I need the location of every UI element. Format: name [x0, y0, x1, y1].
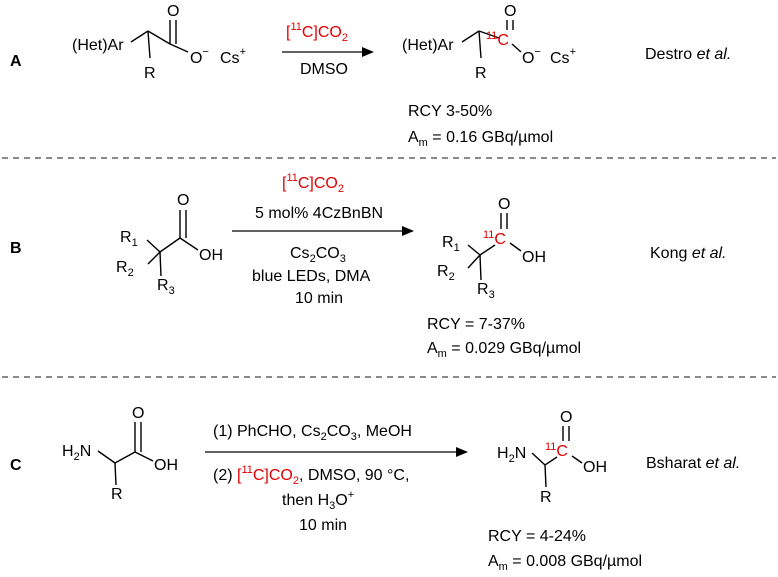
solvent-label: DMSO: [300, 61, 348, 78]
r1-substituent-label: R1: [442, 234, 460, 254]
panel-a-reactant: (Het)Ar O O− Cs+ R: [72, 3, 246, 82]
carbonyl-oxygen-label: O: [167, 3, 179, 20]
reagent-11c-co2: [11C]CO2: [282, 172, 344, 195]
panel-a-reaction-arrow: [282, 47, 374, 57]
cesium-counterion-label: Cs+: [220, 46, 246, 67]
molar-activity: Am = 0.16 GBq/µmol: [408, 129, 553, 149]
photocatalyst-label: 5 mol% 4CzBnBN: [255, 205, 383, 222]
panel-label-b: B: [10, 240, 22, 257]
reference-citation: Destro et al.: [645, 46, 731, 63]
hydroxyl-label: OH: [199, 247, 223, 264]
carbonyl-oxygen-label: O: [504, 3, 516, 20]
carboxylate-oxygen-label: O−: [522, 46, 541, 67]
panel-b-reactant: R1 R2 R3 O OH: [116, 192, 223, 297]
r3-substituent-label: R3: [477, 281, 495, 301]
cesium-counterion-label: Cs+: [550, 46, 576, 67]
step-1-conditions: (1) PhCHO, Cs2CO3, MeOH: [213, 423, 412, 443]
hydroxyl-label: OH: [154, 457, 178, 474]
light-solvent-label: blue LEDs, DMA: [252, 268, 371, 285]
r-group-label: R: [540, 489, 552, 506]
molar-activity: Am = 0.008 GBq/µmol: [488, 553, 642, 573]
panel-b: B R1 R2 R3 O OH [11C]CO2 5 mol% 4CzBnBN …: [10, 172, 727, 360]
panel-b-reaction-arrow: [232, 226, 414, 236]
carbonyl-oxygen-label: O: [132, 405, 144, 422]
panel-label-c: C: [10, 457, 22, 474]
carbonyl-oxygen-label: O: [560, 409, 572, 426]
acid-workup-label: then H3O+: [282, 489, 354, 512]
aryl-group-label: (Het)Ar: [72, 37, 124, 54]
molar-activity: Am = 0.029 GBq/µmol: [427, 340, 581, 360]
radiochemical-yield: RCY = 7-37%: [427, 316, 525, 333]
time-label: 10 min: [295, 290, 343, 307]
panel-c: C H2N O OH R (1) PhCHO, Cs2CO3, MeOH (2)…: [10, 405, 740, 573]
panel-label-a: A: [10, 53, 22, 70]
amino-group-label: H2N: [497, 445, 526, 465]
radiochemical-yield: RCY 3-50%: [408, 103, 492, 120]
panel-c-reactant: H2N O OH R: [62, 405, 178, 503]
carbonyl-oxygen-label: O: [177, 192, 189, 209]
r2-substituent-label: R2: [437, 263, 455, 283]
carbonyl-oxygen-label: O: [498, 196, 510, 213]
reference-citation: Bsharat et al.: [646, 455, 740, 472]
panel-a-product: (Het)Ar 11C O O− Cs+ R: [402, 3, 576, 82]
panel-b-product: R1 R2 R3 11C O OH: [437, 196, 546, 301]
panel-c-reaction-arrow: [205, 447, 468, 457]
r2-substituent-label: R2: [116, 259, 134, 279]
labeled-carbon-label: 11C: [483, 229, 506, 248]
panel-a: A (Het)Ar O O− Cs+ R [11C]CO2 DMSO (Het)…: [10, 3, 731, 149]
labeled-carbon-label: 11C: [486, 30, 509, 49]
step-2-conditions: (2) [11C]CO2, DMSO, 90 °C,: [213, 464, 409, 487]
labeled-carbon-label: 11C: [545, 441, 568, 460]
aryl-group-label: (Het)Ar: [402, 37, 454, 54]
hydroxyl-label: OH: [583, 459, 607, 476]
amino-group-label: H2N: [62, 443, 91, 463]
radiochemical-yield: RCY = 4-24%: [488, 528, 586, 545]
r1-substituent-label: R1: [120, 229, 138, 249]
r3-substituent-label: R3: [157, 277, 175, 297]
base-label: Cs2CO3: [290, 245, 346, 265]
carboxylate-oxygen-label: O−: [190, 46, 209, 67]
time-label: 10 min: [299, 517, 347, 534]
panel-c-product: H2N 11C O OH R: [497, 409, 607, 506]
r-group-label: R: [475, 65, 487, 82]
reagent-11c-co2: [11C]CO2: [286, 21, 348, 44]
r-group-label: R: [144, 65, 156, 82]
reference-citation: Kong et al.: [650, 245, 727, 262]
r-group-label: R: [111, 486, 123, 503]
hydroxyl-label: OH: [522, 249, 546, 266]
